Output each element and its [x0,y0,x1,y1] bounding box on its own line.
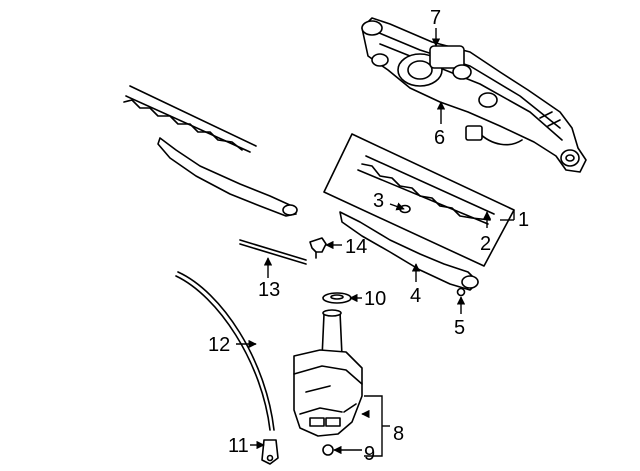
nut-part [456,287,466,297]
clip-part [399,204,411,214]
washer-reservoir [293,309,363,437]
callout-9: 9 [364,443,375,465]
wiper-arm-left [157,137,298,217]
callout-10: 10 [364,288,386,310]
callout-6: 6 [434,127,445,149]
callout-11: 11 [228,435,249,457]
callout-4: 4 [410,285,421,307]
callout-5: 5 [454,317,465,339]
washer-nozzle [309,237,327,259]
callout-1: 1 [518,209,529,231]
seal-strip [239,239,307,265]
wiper-arm-right [339,211,479,291]
callout-14: 14 [345,236,367,258]
pump-grommet [322,444,334,456]
washer-hose [175,271,275,431]
callout-3: 3 [373,190,384,212]
callout-7: 7 [430,7,441,29]
wiper-blade-left [123,85,257,153]
reservoir-cap [322,292,352,304]
wiper-blade-kit-box [323,133,515,267]
wiper-linkage-assembly [361,17,587,173]
callout-8: 8 [393,423,404,445]
callout-12: 12 [208,334,230,356]
callout-13: 13 [258,279,280,301]
callout-2: 2 [480,233,491,255]
mounting-bracket [261,439,279,465]
leader-lines [236,28,514,457]
callout-labels: 7 6 1 2 3 14 13 4 10 5 12 8 9 11 [208,7,529,465]
